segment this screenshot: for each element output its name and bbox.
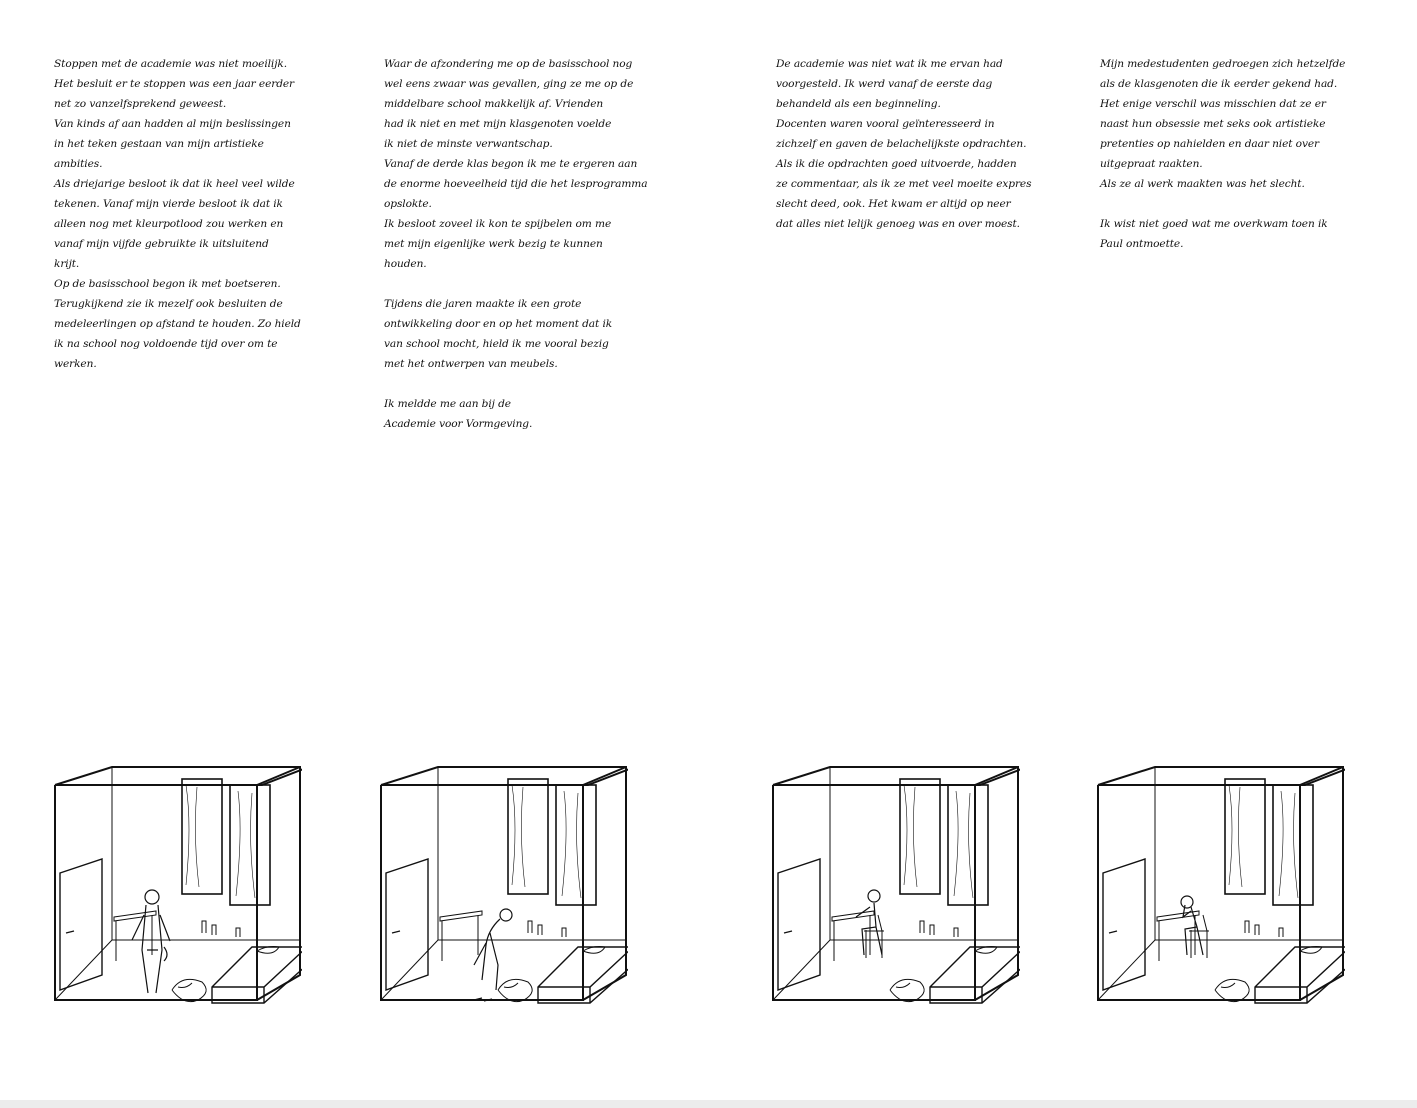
text-line: Mijn medestudenten gedroegen zich hetzel…	[1100, 58, 1346, 70]
text-line: Ik wist niet goed wat me overkwam toen i…	[1100, 218, 1328, 230]
text-line: alleen nog met kleurpotlood zou werken e…	[54, 218, 284, 230]
text-line: Van kinds af aan hadden al mijn beslissi…	[54, 118, 291, 130]
text-line: ik na school nog voldoende tijd over om …	[54, 338, 278, 350]
text-line: werken.	[54, 358, 97, 370]
text-line: houden.	[384, 258, 427, 270]
text-line: als de klasgenoten die ik eerder gekend …	[1100, 78, 1338, 90]
text-line: voorgesteld. Ik werd vanaf de eerste dag	[776, 78, 993, 90]
text-column-3: De academie was niet wat ik me ervan had…	[776, 54, 1032, 234]
text-line: Ik besloot zoveel ik kon te spijbelen om…	[384, 218, 612, 230]
text-line: Als ze al werk maakten was het slecht.	[1100, 178, 1305, 190]
text-line: Waar de afzondering me op de basisschool…	[384, 58, 633, 70]
text-line: de enorme hoeveelheid tijd die het lespr…	[384, 178, 648, 190]
text-line: Terugkijkend zie ik mezelf ook besluiten…	[54, 298, 283, 310]
room-panel-1	[52, 765, 302, 1035]
text-line: ik niet de minste verwantschap.	[384, 138, 553, 150]
text-line: tekenen. Vanaf mijn vierde besloot ik da…	[54, 198, 283, 210]
text-line: Docenten waren vooral geïnteresseerd in	[776, 118, 995, 130]
text-line: uitgepraat raakten.	[1100, 158, 1203, 170]
text-line: van school mocht, hield ik me vooral bez…	[384, 338, 609, 350]
text-line: ontwikkeling door en op het moment dat i…	[384, 318, 613, 330]
text-line: in het teken gestaan van mijn artistieke	[54, 138, 264, 150]
text-line: Als driejarige besloot ik dat ik heel ve…	[54, 178, 295, 190]
text-line: Ik meldde me aan bij de	[384, 398, 511, 410]
room-illustration	[380, 766, 628, 1004]
room-panel-3	[770, 765, 1020, 1035]
text-line: behandeld als een beginneling.	[776, 98, 941, 110]
paragraph-gap	[384, 274, 624, 294]
text-line: dat alles niet lelijk genoeg was en over…	[776, 218, 1020, 230]
text-line: Het besluit er te stoppen was een jaar e…	[54, 78, 295, 90]
text-line: Academie voor Vormgeving.	[384, 418, 533, 430]
text-line: net zo vanzelfsprekend geweest.	[54, 98, 227, 110]
text-line: Als ik die opdrachten goed uitvoerde, ha…	[776, 158, 1017, 170]
text-line: pretenties op nahielden en daar niet ove…	[1100, 138, 1319, 150]
room-illustration	[772, 766, 1020, 1004]
text-line: slecht deed, ook. Het kwam er altijd op …	[776, 198, 1011, 210]
text-line: met het ontwerpen van meubels.	[384, 358, 558, 370]
text-column-1: Stoppen met de academie was niet moeilij…	[54, 54, 301, 374]
room-illustration	[54, 766, 302, 1004]
text-line: middelbare school makkelijk af. Vrienden	[384, 98, 604, 110]
paragraph-gap	[384, 374, 624, 394]
room-panel-4	[1095, 765, 1345, 1035]
text-line: medeleerlingen op afstand te houden. Zo …	[54, 318, 301, 330]
text-column-2: Waar de afzondering me op de basisschool…	[384, 54, 648, 434]
text-line: opslokte.	[384, 198, 432, 210]
text-line: ambities.	[54, 158, 103, 170]
text-line: Op de basisschool begon ik met boetseren…	[54, 278, 281, 290]
text-line: Tijdens die jaren maakte ik een grote	[384, 298, 582, 310]
text-line: Paul ontmoette.	[1100, 238, 1184, 250]
text-line: naast hun obsessie met seks ook artistie…	[1100, 118, 1326, 130]
room-illustration	[1097, 766, 1345, 1004]
text-line: Vanaf de derde klas begon ik me te erger…	[384, 158, 638, 170]
text-line: Stoppen met de academie was niet moeilij…	[54, 58, 287, 70]
text-line: krijt.	[54, 258, 80, 270]
text-line: met mijn eigenlijke werk bezig te kunnen	[384, 238, 603, 250]
text-line: ze commentaar, als ik ze met veel moeite…	[776, 178, 1032, 190]
text-line: wel eens zwaar was gevallen, ging ze me …	[384, 78, 634, 90]
text-line: Het enige verschil was misschien dat ze …	[1100, 98, 1326, 110]
text-line: De academie was niet wat ik me ervan had	[776, 58, 1003, 70]
text-line: vanaf mijn vijfde gebruikte ik uitsluite…	[54, 238, 269, 250]
room-panel-2	[378, 765, 628, 1035]
text-column-4: Mijn medestudenten gedroegen zich hetzel…	[1100, 54, 1346, 254]
text-line: had ik niet en met mijn klasgenoten voel…	[384, 118, 612, 130]
paragraph-gap	[1100, 194, 1340, 214]
text-line: zichzelf en gaven de belachelijkste opdr…	[776, 138, 1027, 150]
